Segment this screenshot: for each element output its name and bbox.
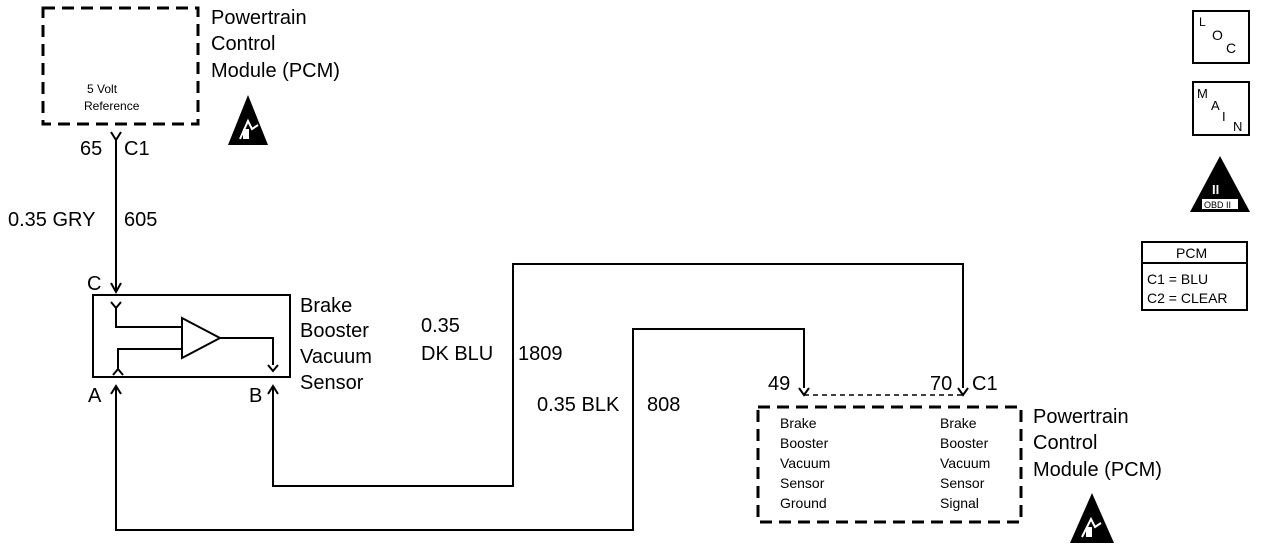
pcm-bottom-right-5: Signal bbox=[940, 495, 979, 511]
pcm-bottom-right-2: Booster bbox=[940, 435, 989, 451]
obd-ii-button[interactable]: II OBD II bbox=[1190, 156, 1250, 212]
pcm-bottom-left-3: Vacuum bbox=[780, 455, 830, 471]
pcm-top-title-1: Powertrain bbox=[211, 7, 307, 29]
esd-warning-icon bbox=[228, 95, 268, 145]
sensor-terminal-a: A bbox=[88, 385, 102, 407]
wire-gry-label: 0.35 GRY bbox=[8, 209, 95, 231]
sensor-title-1: Brake bbox=[300, 295, 352, 317]
svg-text:C: C bbox=[1226, 40, 1236, 56]
amplifier-symbol bbox=[181, 316, 223, 360]
pcm-connector-legend: PCM C1 = BLU C2 = CLEAR bbox=[1141, 241, 1248, 311]
sensor-terminal-c: C bbox=[87, 273, 101, 295]
pcm-bottom-pin-left: 49 bbox=[768, 373, 790, 395]
pcm-bottom-title-3: Module (PCM) bbox=[1033, 459, 1162, 481]
pcm-bottom-connector: C1 bbox=[972, 373, 998, 395]
pcm-bottom-left-4: Sensor bbox=[780, 475, 825, 491]
pcm-bottom-left-2: Booster bbox=[780, 435, 829, 451]
wire-blu-gauge: 0.35 bbox=[421, 315, 460, 337]
wire-blk-label: 0.35 BLK bbox=[537, 394, 620, 416]
sensor-title-3: Vacuum bbox=[300, 346, 372, 368]
pcm-top-title-2: Control bbox=[211, 33, 275, 55]
pcm-bottom-left-5: Ground bbox=[780, 495, 827, 511]
pcm-bottom-pin-right: 70 bbox=[930, 373, 952, 395]
sensor-terminal-b: B bbox=[249, 385, 262, 407]
wire-gry-circuit: 605 bbox=[124, 209, 157, 231]
svg-text:O: O bbox=[1212, 27, 1223, 43]
pcm-bottom-right-1: Brake bbox=[940, 415, 977, 431]
pcm-legend-line-1: C1 = BLU bbox=[1147, 271, 1208, 287]
sensor-title-4: Sensor bbox=[300, 372, 364, 394]
pcm-bottom-right-4: Sensor bbox=[940, 475, 985, 491]
svg-text:L: L bbox=[1199, 15, 1206, 29]
wire-blu-circuit: 1809 bbox=[518, 343, 563, 365]
pcm-top-pin: 65 bbox=[80, 138, 102, 160]
svg-text:II: II bbox=[1212, 182, 1219, 197]
esd-warning-icon bbox=[1070, 493, 1114, 543]
pcm-top-inner-line-1: 5 Volt bbox=[87, 82, 118, 96]
pcm-bottom-right-3: Vacuum bbox=[940, 455, 990, 471]
pcm-top-box bbox=[41, 6, 200, 126]
svg-text:M: M bbox=[1197, 86, 1208, 101]
pcm-top-inner-line-2: Reference bbox=[84, 99, 140, 113]
pcm-top-connector: C1 bbox=[124, 138, 150, 160]
pcm-legend-title: PCM bbox=[1176, 245, 1207, 261]
sensor-title-2: Booster bbox=[300, 320, 369, 342]
svg-text:N: N bbox=[1233, 119, 1242, 134]
svg-text:A: A bbox=[1211, 98, 1220, 113]
pcm-legend-line-2: C2 = CLEAR bbox=[1147, 290, 1228, 306]
sensor-box bbox=[92, 294, 291, 378]
loc-button[interactable]: L O C bbox=[1192, 10, 1250, 64]
wire-blu-color: DK BLU bbox=[421, 343, 493, 365]
pcm-bottom-title-2: Control bbox=[1033, 432, 1097, 454]
svg-text:OBD II: OBD II bbox=[1204, 200, 1231, 210]
pcm-bottom-title-1: Powertrain bbox=[1033, 406, 1129, 428]
pcm-bottom-left-1: Brake bbox=[780, 415, 817, 431]
main-button[interactable]: M A I N bbox=[1192, 81, 1250, 136]
wire-blk-circuit: 808 bbox=[647, 394, 680, 416]
pcm-top-title-3: Module (PCM) bbox=[211, 60, 340, 82]
svg-text:I: I bbox=[1222, 109, 1226, 124]
